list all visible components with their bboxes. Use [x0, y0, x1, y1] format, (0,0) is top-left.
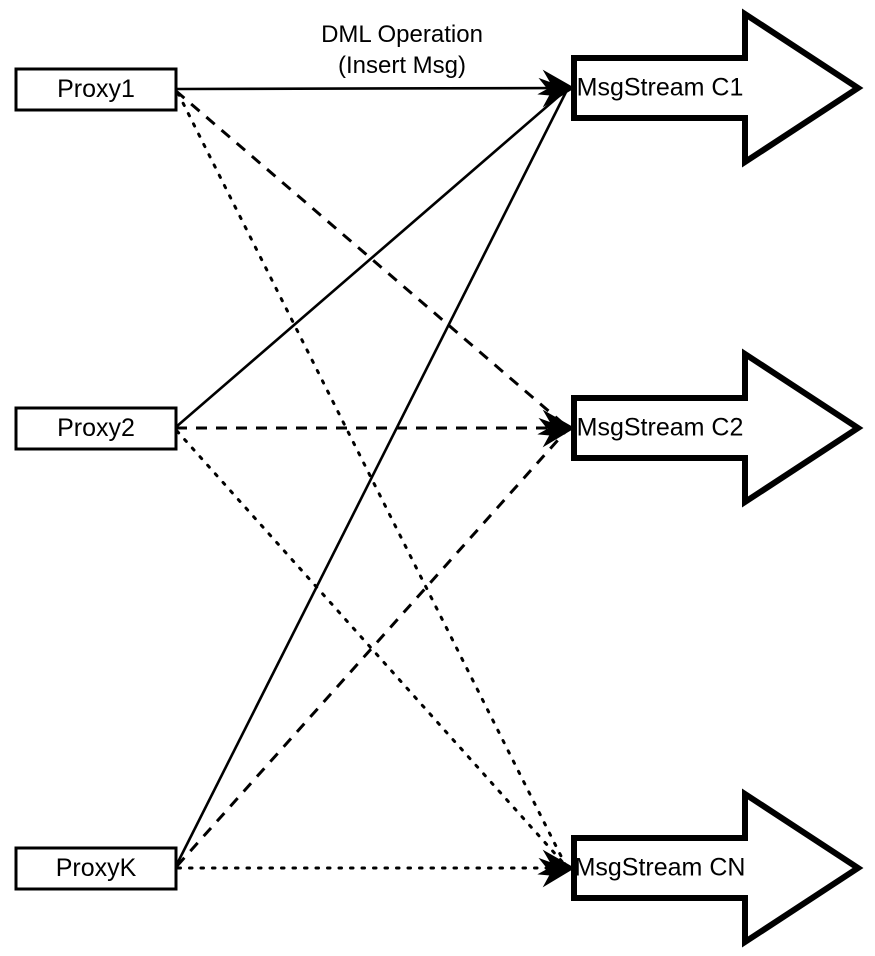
connector-p1-c1 [175, 86, 569, 91]
connector-pk-c1 [174, 91, 568, 867]
connector-p1-c2 [175, 89, 567, 428]
connector-p2-cn [175, 429, 568, 868]
connector-pk-c2 [175, 430, 568, 867]
msgstream-label-stream_c2: MsgStream C2 [577, 414, 744, 442]
dml-operation-caption: DML Operation (Insert Msg) [321, 21, 483, 79]
dml-operation-caption-line1: DML Operation [321, 21, 483, 48]
proxy-box-proxyk[interactable] [14, 846, 178, 891]
proxy-node-proxy1[interactable]: Proxy1 [14, 67, 178, 112]
proxy-label-proxy1: Proxy1 [57, 75, 135, 103]
arrowhead-head-cn [537, 849, 575, 888]
dml-operation-caption-line2: (Insert Msg) [338, 52, 466, 79]
arrowhead-head-c2 [537, 409, 575, 448]
msgstream-label-stream_c1: MsgStream C1 [577, 74, 744, 102]
msgstream-node-stream_cn[interactable]: MsgStream CN [571, 788, 864, 948]
arrowhead-head-c1 [537, 69, 575, 108]
arrowheads-layer [537, 69, 575, 888]
msgstream-arrow-shape-stream_c1[interactable] [571, 8, 864, 168]
msgstream-arrow-shape-stream_c2[interactable] [571, 348, 864, 508]
msgstream-label-stream_cn: MsgStream CN [575, 854, 746, 882]
streams-layer: MsgStream C1 MsgStream C2 MsgStream CN [571, 8, 864, 948]
msgstream-node-stream_c2[interactable]: MsgStream C2 [571, 348, 864, 508]
proxy-label-proxy2: Proxy2 [57, 414, 135, 442]
msgstream-node-stream_c1[interactable]: MsgStream C1 [571, 8, 864, 168]
proxy-node-proxy2[interactable]: Proxy2 [14, 406, 178, 451]
connector-p2-c1 [175, 89, 567, 428]
links-layer [174, 86, 569, 870]
msgstream-arrow-shape-stream_cn[interactable] [571, 788, 864, 948]
proxy-box-proxy1[interactable] [14, 67, 178, 112]
proxy-label-proxyk: ProxyK [56, 854, 137, 882]
proxy-node-proxyk[interactable]: ProxyK [14, 846, 178, 891]
proxy-box-proxy2[interactable] [14, 406, 178, 451]
